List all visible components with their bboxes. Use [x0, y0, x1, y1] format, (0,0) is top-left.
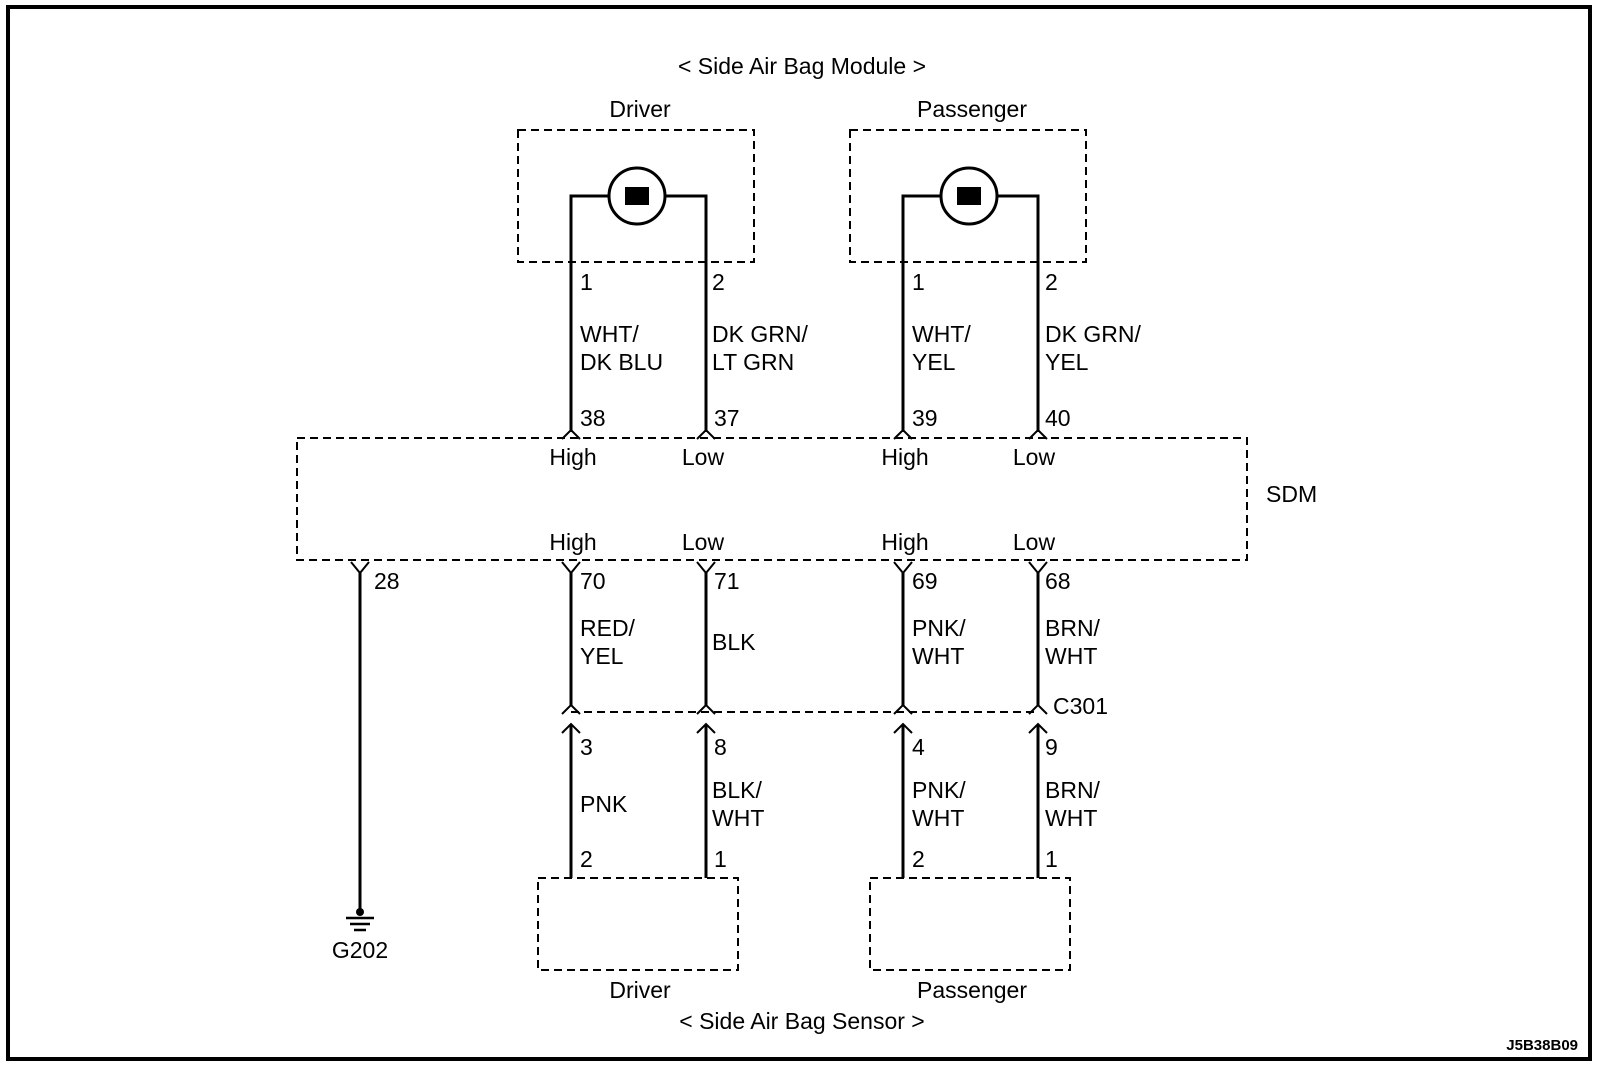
sdm-pin: 70 [580, 568, 606, 594]
driver-module-box [517, 129, 755, 263]
module-pin: 2 [712, 269, 725, 295]
sdm-level-label: Low [1013, 444, 1056, 470]
wire-color-label: PNK/ [912, 615, 966, 641]
wire-color-label: PNK [580, 791, 628, 817]
sdm-level-label: Low [682, 529, 725, 555]
wire-color-label: WHT/ [580, 321, 639, 347]
c301-pin: 3 [580, 734, 593, 760]
sdm-level-label: High [881, 529, 928, 555]
wire-color-label: WHT [1045, 643, 1097, 669]
sdm-pin: 38 [580, 405, 606, 431]
passenger-module-box [849, 129, 1087, 263]
wire-color-label: DK GRN/ [712, 321, 808, 347]
sdm-level-label: Low [1013, 529, 1056, 555]
sensor-title: < Side Air Bag Sensor > [679, 1008, 925, 1034]
sdm-box [296, 437, 1248, 561]
sensor-pin: 2 [912, 846, 925, 872]
outer-border [6, 5, 1592, 1061]
sdm-upper-connector-icons [561, 428, 1048, 440]
sdm-pin: 28 [374, 568, 400, 594]
sdm-level-label: High [549, 444, 596, 470]
sdm-label: SDM [1266, 481, 1317, 507]
sdm-pin: 71 [714, 568, 740, 594]
wire-color-label: WHT [912, 805, 964, 831]
c301-label: C301 [1053, 693, 1108, 719]
module-passenger-label: Passenger [917, 96, 1027, 122]
ground-label: G202 [332, 937, 388, 963]
c301-pin: 8 [714, 734, 727, 760]
wire-color-label: WHT [712, 805, 764, 831]
sensor-pin: 1 [714, 846, 727, 872]
wire-color-label: BLK/ [712, 777, 762, 803]
c301-pin: 4 [912, 734, 925, 760]
sdm-pin: 39 [912, 405, 938, 431]
wire-color-label: BRN/ [1045, 615, 1101, 641]
wire-color-label: BRN/ [1045, 777, 1101, 803]
module-pin: 1 [580, 269, 593, 295]
sdm-level-label: Low [682, 444, 725, 470]
passenger-inflator-icon [901, 166, 1040, 262]
wire-color-label: WHT [1045, 805, 1097, 831]
sdm-level-label: High [549, 529, 596, 555]
module-title: < Side Air Bag Module > [678, 53, 926, 79]
driver-inflator-icon [569, 166, 708, 262]
wire-color-label: PNK/ [912, 777, 966, 803]
c301-connector-icons [561, 703, 1048, 734]
wire-color-label: WHT [912, 643, 964, 669]
sensor-passenger-label: Passenger [917, 977, 1027, 1003]
wire-color-label: RED/ [580, 615, 636, 641]
wire-color-label: LT GRN [712, 349, 794, 375]
sdm-level-label: High [881, 444, 928, 470]
wire-color-label: DK BLU [580, 349, 663, 375]
figure-code: J5B38B09 [1506, 1037, 1578, 1054]
c301-pin: 9 [1045, 734, 1058, 760]
sdm-pin: 37 [714, 405, 740, 431]
wire-color-label: DK GRN/ [1045, 321, 1141, 347]
sensor-pin: 1 [1045, 846, 1058, 872]
ground-icon [346, 908, 374, 932]
sensor-pin: 2 [580, 846, 593, 872]
module-driver-label: Driver [609, 96, 671, 122]
passenger-sensor-box [869, 877, 1071, 971]
wire-color-label: YEL [912, 349, 956, 375]
driver-sensor-box [537, 877, 739, 971]
sdm-pin: 68 [1045, 568, 1071, 594]
sdm-pin: 69 [912, 568, 938, 594]
module-pin: 1 [912, 269, 925, 295]
wire-color-label: BLK [712, 629, 756, 655]
sdm-lower-connector-icons [350, 561, 1048, 575]
module-pin: 2 [1045, 269, 1058, 295]
sdm-pin: 40 [1045, 405, 1071, 431]
wire-color-label: WHT/ [912, 321, 971, 347]
wire-color-label: YEL [580, 643, 624, 669]
wire-color-label: YEL [1045, 349, 1089, 375]
sensor-driver-label: Driver [609, 977, 671, 1003]
